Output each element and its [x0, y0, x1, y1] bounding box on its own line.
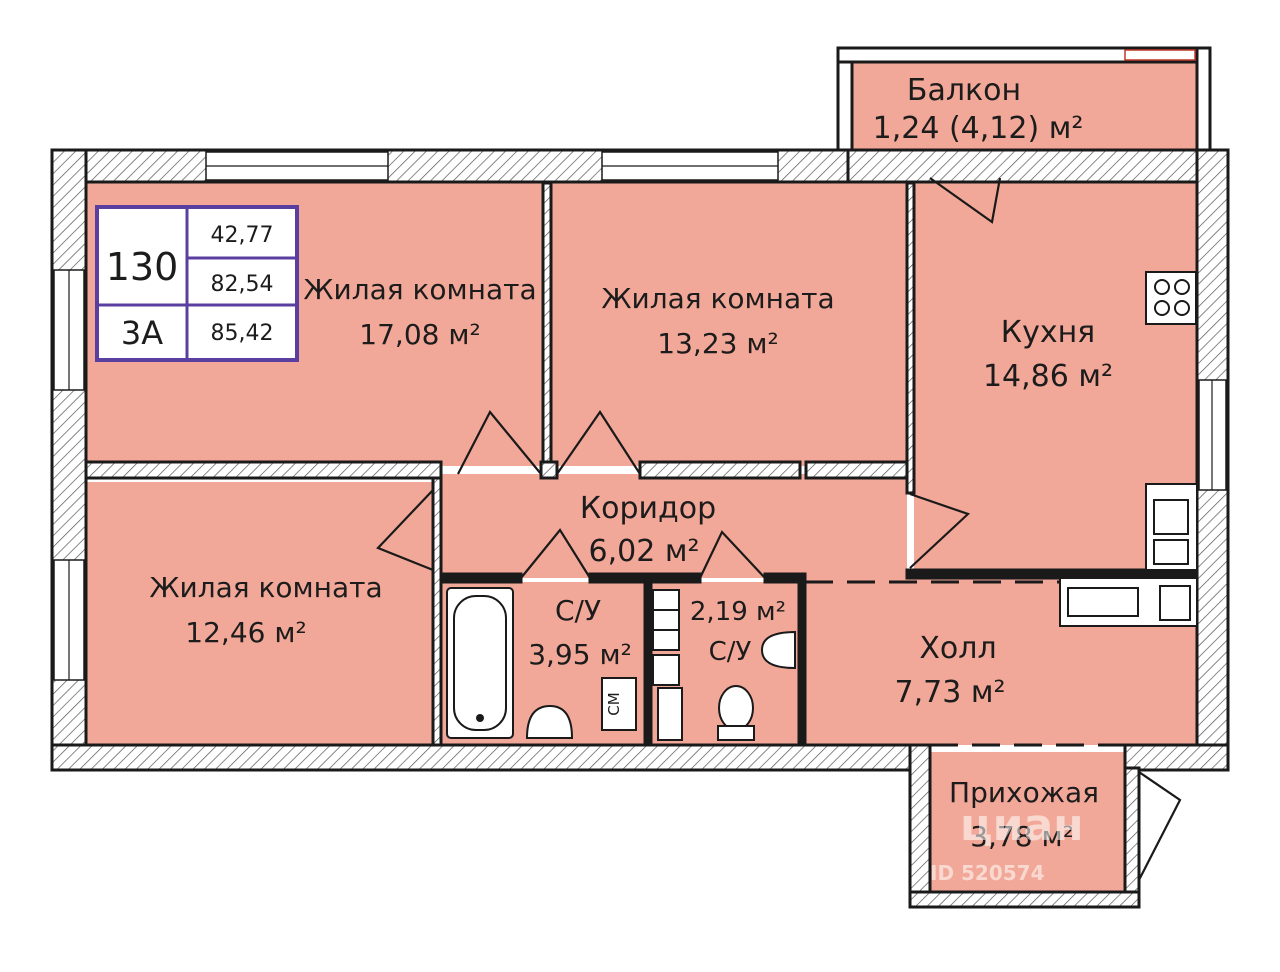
living-room-1-area-label: 17,08 м²: [359, 318, 480, 351]
living-room-3-name: Жилая комната: [149, 571, 382, 604]
dashed-openings: [805, 580, 1125, 747]
living-room-2-area-label: 13,23 м²: [657, 327, 778, 360]
corridor-area-label: 6,02 м²: [589, 534, 700, 569]
sink-icon: [525, 704, 574, 739]
kitchen-door-2: [909, 492, 971, 569]
bathroom-1-name: С/У: [555, 594, 601, 627]
living-room-2-area: [551, 183, 907, 466]
info-box: 130 3А 42,77 82,54 85,42: [95, 205, 299, 362]
living-room-3-area: [86, 482, 433, 745]
room-labels: Балкон 1,24 (4,12) м² Жилая комната 17,0…: [149, 73, 1113, 853]
watermark-brand: циан: [960, 800, 1084, 851]
entrance-name: Прихожая: [949, 776, 1099, 809]
balcony-area: [852, 62, 1197, 150]
corridor-area: [441, 474, 907, 578]
outer-walls: [50, 46, 1230, 909]
kitchen-door: [929, 177, 1002, 224]
watermark-id: ID 520574: [930, 861, 1045, 885]
kitchen-name: Кухня: [1001, 315, 1095, 350]
living-room-1-name: Жилая комната: [303, 273, 536, 306]
corridor-name: Коридор: [580, 491, 716, 526]
hall-area-label: 7,73 м²: [895, 675, 1006, 710]
bathroom-2-name: С/У: [709, 637, 752, 667]
entrance-area: [930, 752, 1125, 892]
washing-machine-icon: [601, 677, 637, 731]
living-room-2-name: Жилая комната: [601, 282, 834, 315]
area-living: 42,77: [211, 223, 274, 248]
living-room-2-door: [556, 410, 641, 475]
apartment-number: 130: [106, 245, 179, 289]
bathroom-2-door: [699, 530, 766, 579]
kitchen-area-label: 14,86 м²: [983, 359, 1113, 394]
area-total: 82,54: [211, 272, 274, 297]
toilet-icon: [718, 685, 754, 731]
entrance-area-label: 3,78 м²: [970, 820, 1074, 853]
watermark: циан ID 520574: [930, 800, 1084, 885]
balcony-area-label: 1,24 (4,12) м²: [873, 111, 1084, 146]
stove-icon: [1145, 271, 1197, 325]
small-sink-icon: [760, 630, 796, 670]
hall-name: Холл: [919, 631, 996, 666]
apartment-type: 3А: [121, 314, 163, 352]
fixtures: [446, 271, 1198, 741]
living-room-3-area-label: 12,46 м²: [185, 616, 306, 649]
windows: [53, 49, 1227, 681]
bathroom-2-area-label: 2,19 м²: [690, 597, 786, 627]
doors: [376, 177, 1182, 881]
area-total-with-balcony: 85,42: [211, 321, 274, 346]
living-room-3-door: [376, 489, 434, 572]
washing-machine-label: СМ: [605, 692, 623, 715]
shelf-icon: [652, 589, 680, 651]
info-box-frame: [95, 205, 299, 362]
living-room-1-door: [457, 410, 542, 475]
bathroom-1-area-label: 3,95 м²: [528, 638, 632, 671]
entrance-door: [1138, 771, 1182, 881]
bathroom-1-door: [520, 528, 591, 579]
balcony-name: Балкон: [907, 73, 1021, 108]
